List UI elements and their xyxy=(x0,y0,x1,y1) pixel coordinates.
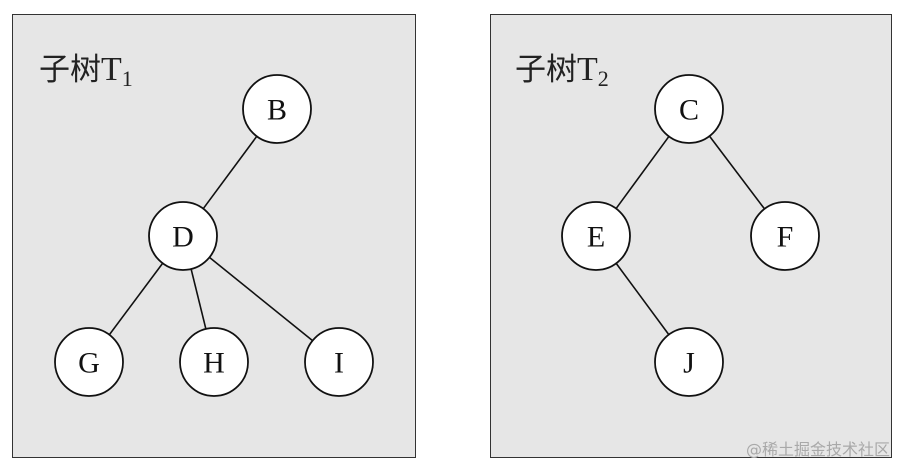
node-label-D: D xyxy=(172,221,194,254)
node-label-E: E xyxy=(587,221,605,254)
edge-E-J xyxy=(615,262,670,336)
node-label-H: H xyxy=(203,347,225,380)
node-label-C: C xyxy=(679,94,699,127)
tree-node-I: I xyxy=(304,327,374,397)
node-circle-E xyxy=(561,201,631,271)
tree-node-G: G xyxy=(54,327,124,397)
node-circle-F xyxy=(750,201,820,271)
node-circle-G xyxy=(54,327,124,397)
node-label-B: B xyxy=(267,94,287,127)
tree-node-C: C xyxy=(654,74,724,144)
tree-node-H: H xyxy=(179,327,249,397)
subtree-t2-title-letter: T xyxy=(577,51,598,88)
node-label-I: I xyxy=(334,347,344,380)
edge-B-D xyxy=(202,135,258,210)
subtree-t1-title-letter: T xyxy=(101,51,122,88)
node-label-J: J xyxy=(683,347,695,380)
subtree-t1-title: 子树T1 xyxy=(39,53,133,90)
edge-C-E xyxy=(615,135,670,210)
tree-node-F: F xyxy=(750,201,820,271)
node-label-F: F xyxy=(777,221,794,254)
node-label-G: G xyxy=(78,347,100,380)
watermark-text: @稀土掘金技术社区 xyxy=(745,440,890,459)
node-circle-C xyxy=(654,74,724,144)
subtree-t1-title-base: 子树 xyxy=(39,52,101,88)
edge-D-I xyxy=(208,256,314,342)
edge-D-G xyxy=(108,262,164,336)
subtree-t2-title-base: 子树 xyxy=(515,52,577,88)
node-circle-H xyxy=(179,327,249,397)
node-circle-I xyxy=(304,327,374,397)
tree-node-E: E xyxy=(561,201,631,271)
subtree-t2-title: 子树T2 xyxy=(515,53,609,90)
node-circle-B xyxy=(242,74,312,144)
edge-C-F xyxy=(708,135,766,210)
tree-node-D: D xyxy=(148,201,218,271)
subtree-t1-title-sub: 1 xyxy=(121,66,133,91)
tree-node-J: J xyxy=(654,327,724,397)
subtree-t2-title-sub: 2 xyxy=(597,66,609,91)
tree-node-B: B xyxy=(242,74,312,144)
edge-D-H xyxy=(190,268,207,330)
node-circle-J xyxy=(654,327,724,397)
node-circle-D xyxy=(148,201,218,271)
